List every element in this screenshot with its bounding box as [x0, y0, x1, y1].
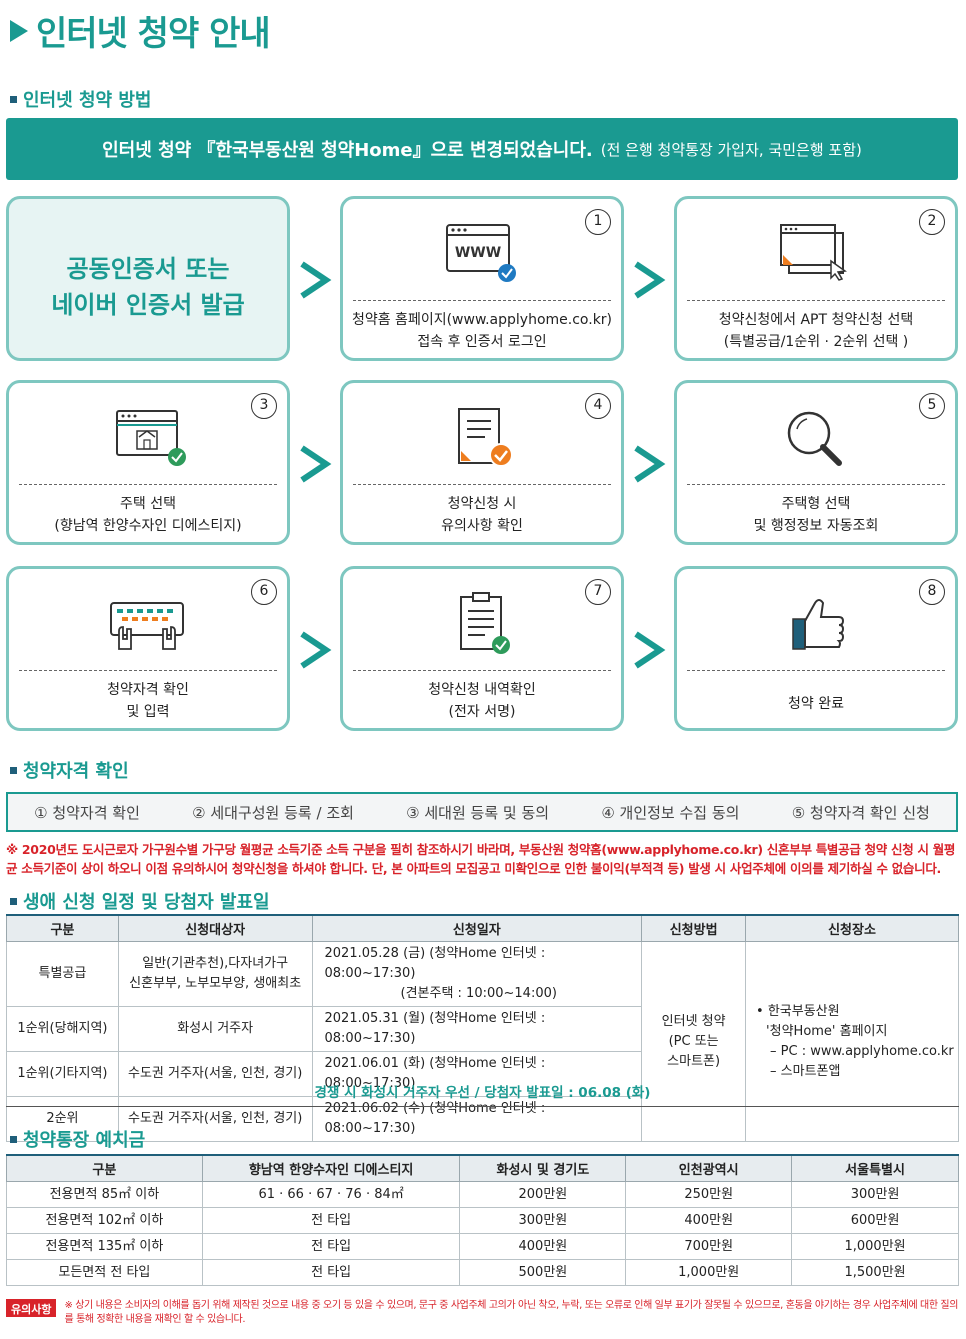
chevron-right-icon — [300, 261, 332, 299]
caution-text: ※ 상기 내용은 소비자의 이해를 돕기 위해 제작된 것으로 내용 중 오기 … — [64, 1300, 959, 1325]
svg-text:WWW: WWW — [455, 245, 501, 261]
magnifier-icon — [787, 411, 842, 466]
table-row: 1순위(기타지역) 수도권 거주자(서울, 인천, 경기) 2021.06.01… — [6, 1051, 959, 1097]
caution-note: 유의사항 ※ 상기 내용은 소비자의 이해를 돕기 위해 제작된 것으로 내용 … — [6, 1299, 961, 1327]
table-header-row: 구분 신청대상자 신청일자 신청방법 신청장소 — [6, 914, 959, 942]
section-title-schedule: 생애 신청 일정 및 당첨자 발표일 — [10, 888, 270, 914]
eligibility-step: ② 세대구성원 등록 / 조회 — [192, 803, 354, 822]
step-3: 3 주택 선택(향남역 한양수자인 디에스티지) — [6, 380, 290, 545]
eligibility-step: ④ 개인정보 수집 동의 — [601, 803, 740, 822]
schedule-table: 구분 신청대상자 신청일자 신청방법 신청장소 특별공급 일반(기관추천),다자… — [6, 914, 959, 1142]
announcement-date: 경쟁 시 화성시 거주자 우선 / 당첨자 발표일 : 06.08 (화) — [314, 1085, 651, 1101]
eligibility-steps-bar: ① 청약자격 확인 ② 세대구성원 등록 / 조회 ③ 세대원 등록 및 동의 … — [6, 792, 958, 832]
income-notice: ※ 2020년도 도시근로자 가구원수별 가구당 월평균 소득기준 소득 구분을… — [6, 842, 956, 876]
apply-place-cell: • 한국부동산원 '청약Home' 홈페이지 – PC : www.applyh… — [745, 941, 959, 1142]
window-click-icon — [780, 224, 847, 281]
chevron-right-icon — [300, 445, 332, 483]
banner-main: 인터넷 청약 『한국부동산원 청약Home』으로 변경되었습니다. — [102, 140, 593, 161]
square-bullet-icon — [10, 95, 17, 103]
section-title-eligibility: 청약자격 확인 — [10, 757, 129, 783]
step-2: 2 청약신청에서 APT 청약신청 선택(특별공급/1순위 · 2순위 선택 ) — [674, 196, 958, 361]
step-certificate: 공동인증서 또는 네이버 인증서 발급 — [6, 196, 290, 361]
notice-banner: 인터넷 청약 『한국부동산원 청약Home』으로 변경되었습니다. (전 은행 … — [6, 118, 958, 180]
caution-badge: 유의사항 — [6, 1299, 57, 1317]
eligibility-step: ⑤ 청약자격 확인 신청 — [791, 803, 930, 822]
table-row: 2순위 수도권 거주자(서울, 인천, 경기) 2021.06.02 (수) (… — [6, 1096, 959, 1142]
step-8: 8 청약 완료 — [674, 566, 958, 731]
chevron-right-icon — [634, 631, 666, 669]
section-title-deposit: 청약통장 예치금 — [10, 1126, 145, 1152]
table-row: 1순위(당해지역) 화성시 거주자 2021.05.31 (월) (청약Home… — [6, 1006, 959, 1052]
chevron-right-icon — [300, 631, 332, 669]
thumbs-up-icon — [792, 599, 845, 650]
document-check-icon — [458, 408, 513, 467]
chevron-right-icon — [634, 445, 666, 483]
chevron-right-icon — [634, 261, 666, 299]
square-bullet-icon — [10, 766, 17, 774]
square-bullet-icon — [10, 1135, 17, 1143]
eligibility-step: ③ 세대원 등록 및 동의 — [406, 803, 550, 822]
eligibility-step: ① 청약자격 확인 — [34, 803, 140, 822]
deposit-table: 구분 향남역 한양수자인 디에스티지 화성시 및 경기도 인천광역시 서울특별시… — [6, 1154, 959, 1286]
page-title: 인터넷 청약 안내 — [10, 6, 271, 55]
square-bullet-icon — [10, 897, 17, 905]
clipboard-check-icon — [460, 592, 510, 654]
step-7: 7 청약신청 내역확인(전자 서명) — [340, 566, 624, 731]
keyboard-hands-icon — [110, 602, 184, 650]
section-title-method: 인터넷 청약 방법 — [10, 86, 151, 112]
table-header-row: 구분 향남역 한양수자인 디에스티지 화성시 및 경기도 인천광역시 서울특별시 — [6, 1154, 959, 1182]
page-title-text: 인터넷 청약 안내 — [36, 14, 271, 54]
www-browser-check-icon: WWW — [446, 224, 516, 282]
banner-sub: (전 은행 청약통장 가입자, 국민은행 포함) — [600, 140, 862, 159]
step-1: 1 WWW 청약홈 홈페이지(www.applyhome.co.kr)접속 후 … — [340, 196, 624, 361]
triangle-bullet-icon — [10, 19, 28, 42]
browser-house-check-icon — [116, 410, 186, 466]
